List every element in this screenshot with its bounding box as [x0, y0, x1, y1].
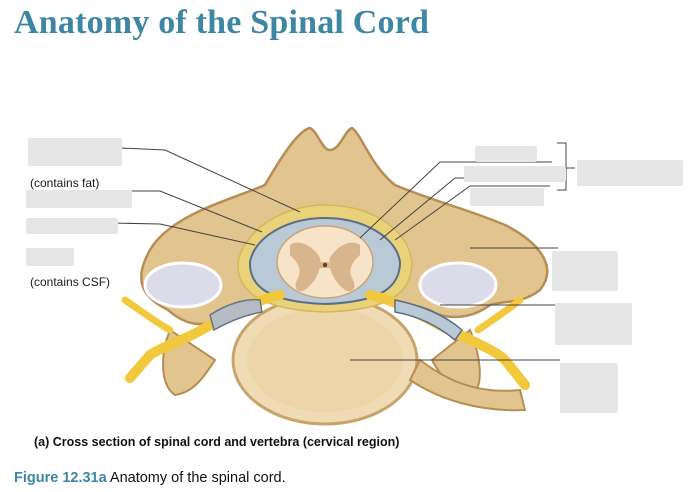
label-blank-5 — [475, 146, 537, 162]
label-blank-3 — [26, 218, 118, 234]
label-contains-csf: (contains CSF) — [30, 275, 111, 289]
leader-lines — [111, 147, 560, 361]
page-title: Anatomy of the Spinal Cord — [14, 4, 430, 41]
label-blank-9 — [552, 251, 618, 291]
right-articular-facet — [418, 261, 498, 309]
label-blank-10 — [555, 303, 632, 345]
label-blank-11 — [560, 363, 618, 413]
label-blank-7 — [470, 188, 544, 206]
left-spinal-ganglion — [209, 298, 263, 332]
label-blank-2 — [26, 190, 132, 208]
figure-caption: Figure 12.31a Anatomy of the spinal cord… — [14, 470, 286, 486]
label-contains-fat: (contains fat) — [30, 176, 100, 190]
figure-number: Figure 12.31a — [14, 470, 107, 486]
label-bracket — [557, 142, 567, 191]
label-blank-1 — [28, 138, 122, 166]
left-articular-facet — [143, 261, 223, 309]
figure-caption-text: Anatomy of the spinal cord. — [106, 470, 286, 486]
label-blank-6 — [464, 166, 566, 182]
label-blank-8 — [577, 160, 683, 186]
figure-subcaption: (a) Cross section of spinal cord and ver… — [34, 435, 400, 449]
label-blank-4 — [26, 248, 74, 266]
